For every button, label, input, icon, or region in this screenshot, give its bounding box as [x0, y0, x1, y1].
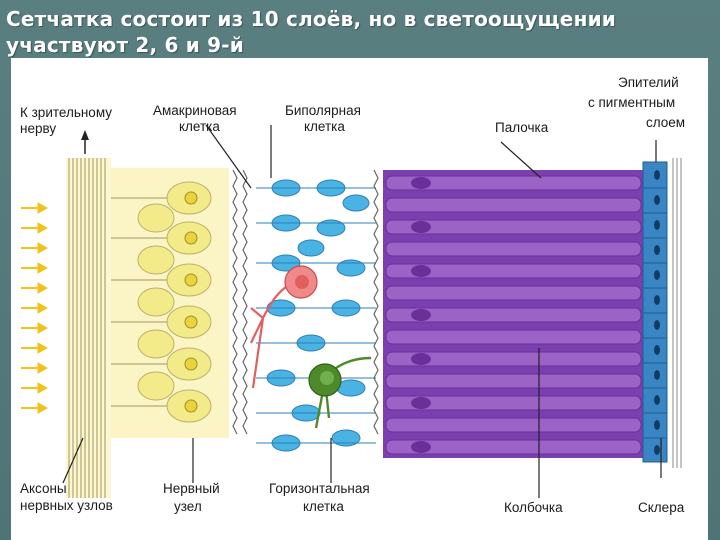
label-pointers: [62, 124, 662, 498]
title-line-1: Сетчатка состоит из 10 слоёв, но в свето…: [6, 7, 617, 31]
label-optic-nerve-line-2: нерву: [20, 121, 56, 136]
light-arrow-icon: [21, 362, 49, 374]
outer-plexiform-layer: [373, 169, 379, 435]
label-sclera: Склера: [638, 500, 685, 515]
label-epithelium-line-2: с пигментным: [588, 95, 675, 110]
label-bipolar-line-1: Биполярная: [285, 103, 361, 118]
label-optic-nerve-line-1: К зрительному: [20, 105, 112, 120]
light-arrow-icon: [21, 322, 49, 334]
retina-diagram-svg: К зрительному нерву Амакриновая клетка Б…: [20, 75, 685, 515]
bipolar-cell-layer: [256, 179, 376, 452]
label-ganglion-line-1: Нервный: [163, 481, 220, 496]
horizontal-cell: [308, 356, 372, 429]
retina-diagram: К зрительному нерву Амакриновая клетка Б…: [11, 58, 708, 540]
photoreceptor-layer: [383, 170, 643, 458]
light-arrow-icon: [21, 302, 49, 314]
light-arrow-icon: [21, 242, 49, 254]
sclera-layer: [672, 158, 682, 468]
light-arrow-icon: [21, 222, 49, 234]
diagram-labels: К зрительному нерву Амакриновая клетка Б…: [20, 75, 685, 515]
light-arrow-icon: [21, 262, 49, 274]
optic-nerve-arrow-icon: [81, 130, 89, 154]
label-bipolar-line-2: клетка: [304, 119, 345, 134]
light-arrow-icon: [21, 202, 49, 214]
label-cone: Колбочка: [504, 500, 563, 515]
label-ganglion-line-2: узел: [174, 499, 202, 514]
light-arrow-icon: [21, 282, 49, 294]
label-amacrine-line-1: Амакриновая: [153, 103, 237, 118]
label-rod: Палочка: [495, 120, 549, 135]
label-epithelium-line-3: слоем: [646, 115, 685, 130]
light-arrow-icon: [21, 382, 49, 394]
slide-title: Сетчатка состоит из 10 слоёв, но в свето…: [6, 6, 706, 58]
label-horizontal-line-2: клетка: [303, 499, 344, 514]
label-amacrine-line-2: клетка: [179, 119, 220, 134]
light-arrows: [21, 202, 49, 414]
label-axons-line-2: нервных узлов: [20, 498, 113, 513]
amacrine-cell: [250, 265, 318, 389]
light-arrow-icon: [21, 342, 49, 354]
label-horizontal-line-1: Горизонтальная: [269, 481, 370, 496]
axon-bundle: [66, 158, 111, 498]
light-arrow-icon: [21, 402, 49, 414]
pigment-epithelium: [642, 161, 668, 463]
label-epithelium-line-1: Эпителий: [618, 75, 679, 90]
inner-plexiform-layer: [232, 169, 248, 435]
title-line-2: участвуют 2, 6 и 9-й: [6, 33, 244, 57]
label-axons-line-1: Аксоны: [20, 481, 67, 496]
ganglion-cell-layer: [111, 168, 229, 438]
